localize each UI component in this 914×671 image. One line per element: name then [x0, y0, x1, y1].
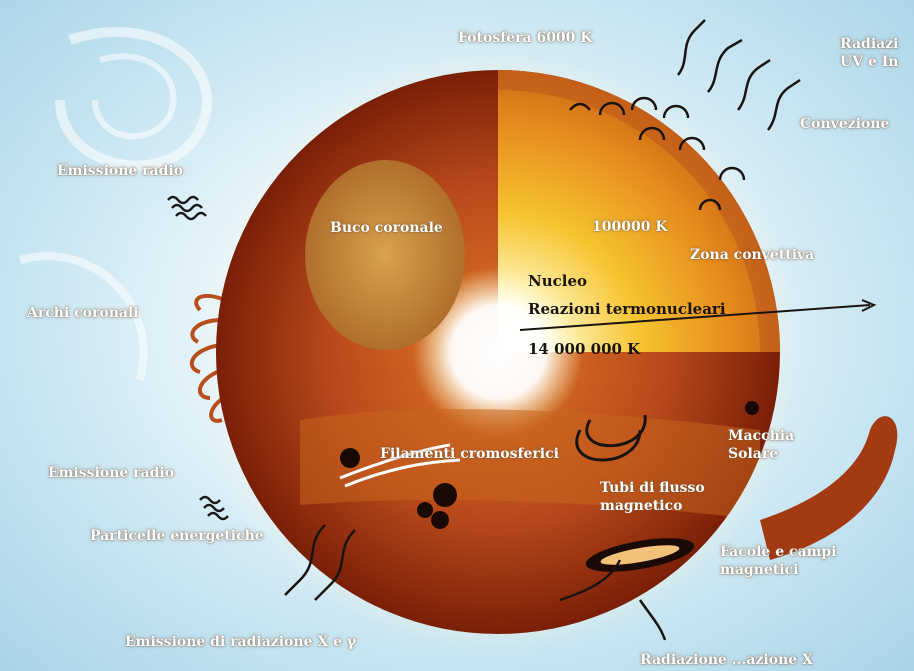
label-macchia-line1: Macchia	[728, 428, 794, 445]
label-filamenti-cromosferici: Filamenti cromosferici	[380, 446, 559, 463]
label-tubi-line1: Tubi di flusso	[600, 480, 705, 497]
label-emissione-radio-bottom: Emissione radio	[48, 465, 174, 482]
label-temp-100000: 100000 K	[592, 219, 668, 236]
label-facole-line1: Facole e campi	[720, 544, 837, 561]
radio-wave-icon	[200, 497, 228, 519]
label-convezione: Convezione	[800, 116, 889, 133]
label-buco-coronale: Buco coronale	[330, 220, 443, 237]
label-radiazione-uv-line1: Radiazi	[840, 36, 898, 53]
label-particelle-energetiche: Particelle energetiche	[90, 528, 264, 545]
label-emissione-radio-top: Emissione radio	[57, 163, 183, 180]
label-tubi-line2: magnetico	[600, 498, 682, 515]
label-radiazione-uv-line2: UV e In	[840, 54, 898, 71]
radio-wave-icon	[168, 197, 206, 219]
label-emissione-x: Emissione di radiazione X e γ	[125, 634, 356, 651]
label-fotosfera: Fotosfera 6000 K	[458, 30, 592, 47]
label-macchia-line2: Solare	[728, 446, 778, 463]
label-facole-line2: magnetici	[720, 562, 798, 579]
label-zona-convettiva: Zona convettiva	[690, 247, 814, 264]
label-nucleo: Nucleo	[528, 272, 587, 290]
coronal-hole	[305, 160, 465, 350]
radiation-arrow-icon	[678, 20, 800, 130]
label-archi-coronali: Archi coronali	[27, 305, 139, 322]
label-temp-core: 14 000 000 K	[528, 340, 640, 358]
label-radiazione-bottom: Radiazione ...azione X	[640, 652, 813, 669]
label-reazioni-termonucleari: Reazioni termonucleari	[528, 300, 726, 318]
